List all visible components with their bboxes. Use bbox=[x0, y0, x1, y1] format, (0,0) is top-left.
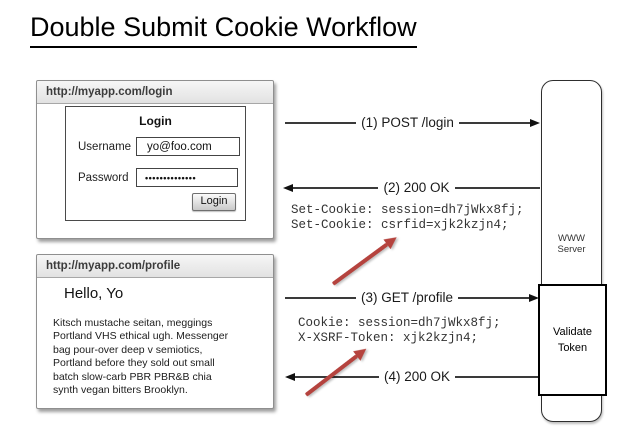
set-cookie-csrfid-line: Set-Cookie: csrfid=xjk2kzjn4; bbox=[291, 218, 509, 232]
set-cookie-headers: Set-Cookie: session=dh7jWkx8fj; Set-Cook… bbox=[291, 203, 524, 233]
login-form: Login Username Password Login bbox=[65, 106, 246, 221]
message-line bbox=[454, 187, 540, 189]
profile-browser-window: http://myapp.com/profile Hello, Yo Kitsc… bbox=[36, 254, 274, 409]
login-url-bar: http://myapp.com/login bbox=[37, 81, 273, 104]
csrfid-pointer-arrow-icon bbox=[329, 232, 401, 290]
validate-token-box: Validate Token bbox=[538, 284, 607, 396]
password-row: Password bbox=[78, 168, 238, 187]
message-post-login: (1) POST /login bbox=[285, 114, 541, 131]
message-200-ok-profile: (4) 200 OK bbox=[285, 369, 539, 385]
profile-greeting: Hello, Yo bbox=[64, 285, 124, 302]
profile-body-text: Kitsch mustache seitan, meggings Portlan… bbox=[53, 317, 229, 397]
message-line bbox=[285, 122, 357, 124]
arrow-left-icon bbox=[285, 373, 295, 381]
username-row: Username bbox=[78, 137, 240, 156]
username-label: Username bbox=[78, 140, 132, 153]
message-line bbox=[285, 297, 356, 299]
message-get-profile: (3) GET /profile bbox=[285, 290, 539, 306]
login-form-title: Login bbox=[139, 114, 172, 128]
www-server-label: WWW Server bbox=[557, 233, 586, 255]
page-title: Double Submit Cookie Workflow bbox=[30, 12, 417, 48]
password-label: Password bbox=[78, 171, 129, 184]
set-cookie-session-line: Set-Cookie: session=dh7jWkx8fj; bbox=[291, 203, 524, 217]
password-field[interactable] bbox=[136, 168, 238, 187]
message-200-ok-profile-label: (4) 200 OK bbox=[383, 368, 451, 384]
message-line bbox=[458, 122, 531, 124]
username-field[interactable] bbox=[136, 137, 240, 156]
message-get-profile-label: (3) GET /profile bbox=[360, 289, 454, 305]
message-200-ok-login-label: (2) 200 OK bbox=[383, 179, 450, 195]
message-post-login-label: (1) POST /login bbox=[361, 114, 454, 130]
arrow-left-icon bbox=[283, 184, 293, 192]
message-line bbox=[293, 187, 379, 189]
request-headers: Cookie: session=dh7jWkx8fj; X-XSRF-Token… bbox=[298, 316, 501, 346]
login-browser-window: http://myapp.com/login Login Username Pa… bbox=[36, 80, 274, 239]
red-arrow-shaft bbox=[331, 242, 389, 286]
xsrf-token-line: X-XSRF-Token: xjk2kzjn4; bbox=[298, 331, 479, 345]
message-line bbox=[295, 376, 379, 378]
message-line bbox=[455, 376, 539, 378]
arrow-right-icon bbox=[530, 119, 541, 127]
message-line bbox=[458, 297, 529, 299]
profile-url-bar: http://myapp.com/profile bbox=[37, 255, 273, 278]
arrow-right-icon bbox=[529, 294, 539, 302]
message-200-ok-login: (2) 200 OK bbox=[283, 180, 540, 196]
cookie-session-line: Cookie: session=dh7jWkx8fj; bbox=[298, 316, 501, 330]
login-button[interactable]: Login bbox=[192, 193, 236, 211]
validate-token-label: Validate Token bbox=[553, 326, 592, 354]
